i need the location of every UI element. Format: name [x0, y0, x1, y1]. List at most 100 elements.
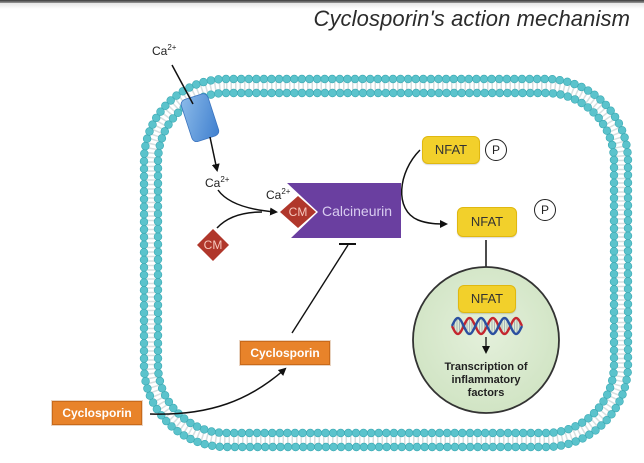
diagram-title: Cyclosporin's action mechanism — [313, 6, 630, 31]
lipid-head — [274, 74, 284, 84]
lipid-head — [607, 140, 617, 150]
lipid-head — [609, 353, 619, 362]
lipid-head — [139, 164, 149, 174]
lipid-head — [609, 254, 619, 264]
lipid-head — [153, 331, 163, 340]
lipid-head — [328, 88, 337, 98]
ca-inside-label: Ca2+ — [205, 175, 230, 190]
transcription-label: Transcription of inflammatory factors — [444, 361, 528, 399]
lipid-head — [267, 74, 276, 84]
lipid-head — [472, 74, 481, 84]
lipid-head — [609, 224, 619, 233]
lipid-head — [139, 301, 149, 310]
lipid-head — [366, 428, 376, 438]
lipid-head — [186, 418, 195, 428]
lipid-head — [320, 74, 329, 84]
lipid-head — [540, 74, 549, 84]
lipid-head — [584, 414, 593, 423]
lipid-head — [139, 210, 149, 219]
lipid-head — [139, 323, 149, 333]
lipid-head — [534, 442, 543, 452]
lipid-head — [623, 155, 633, 165]
lipid-head — [602, 126, 612, 135]
lipid-head — [443, 442, 452, 452]
lipid-head — [161, 101, 170, 111]
lipid-head — [419, 74, 428, 84]
lipid-head — [598, 119, 608, 129]
lipid-head — [229, 74, 238, 84]
lipid-head — [155, 141, 165, 150]
lipid-head — [570, 95, 580, 104]
lipid-head — [193, 437, 202, 447]
lipid-head — [283, 442, 293, 452]
lipid-head — [306, 442, 315, 452]
lipid-head — [153, 354, 163, 363]
lipid-head — [153, 323, 163, 333]
lipid-head — [623, 193, 633, 203]
lipid-head — [571, 422, 580, 431]
lipid-head — [152, 113, 161, 123]
lipid-head — [139, 270, 149, 280]
lipid-head — [314, 442, 323, 452]
lipid-head — [157, 134, 167, 143]
lipid-head — [153, 293, 163, 302]
lipid-head — [358, 74, 367, 84]
cyclosporin-entry-arrow — [149, 367, 287, 415]
lipid-head — [154, 148, 163, 158]
lipid-head — [556, 427, 566, 436]
lipid-head — [525, 88, 535, 98]
lipid-head — [589, 108, 598, 117]
lipid-head — [185, 83, 194, 92]
lipid-head — [268, 442, 277, 452]
lipid-head — [343, 88, 352, 98]
lipid-head — [373, 88, 383, 98]
lipid-head — [139, 194, 149, 204]
lipid-head — [244, 74, 254, 84]
phosphate-attached: P — [485, 139, 507, 161]
lipid-head — [276, 442, 285, 452]
lipid-head — [589, 409, 599, 418]
lipid-head — [252, 428, 262, 438]
lipid-head — [388, 74, 398, 84]
lipid-head — [609, 300, 619, 309]
lipid-head — [200, 425, 209, 434]
lipid-head — [617, 126, 627, 135]
lipid-head — [145, 391, 155, 400]
lipid-head — [609, 193, 619, 203]
lipid-head — [153, 247, 163, 257]
lipid-head — [139, 354, 149, 363]
lipid-head — [618, 390, 627, 399]
lipid-head — [609, 292, 619, 302]
lipid-head — [609, 209, 619, 218]
lipid-head — [426, 74, 436, 84]
lipid-head — [480, 88, 489, 98]
lipid-head — [622, 375, 631, 385]
lipid-head — [152, 404, 162, 414]
lipid-head — [623, 246, 633, 256]
top-shade — [0, 3, 644, 9]
inhibition-line — [291, 244, 349, 334]
lipid-head — [458, 442, 467, 452]
cm-to-calcineurin-path — [216, 211, 263, 229]
lipid-head — [153, 285, 163, 295]
lipid-head — [594, 113, 603, 123]
lipid-head — [570, 79, 579, 89]
lipid-head — [609, 323, 619, 332]
lipid-head — [350, 74, 360, 84]
lipid-head — [609, 171, 619, 180]
dephosphorylation-arrow — [401, 149, 448, 228]
lipid-head — [259, 88, 269, 98]
lipid-head — [382, 428, 391, 438]
cm-bound-label: CM — [288, 205, 308, 219]
lipid-head — [313, 428, 323, 438]
lipid-head — [290, 428, 300, 438]
lipid-head — [563, 92, 572, 101]
lipid-head — [442, 88, 451, 98]
lipid-head — [510, 74, 519, 84]
lipid-head — [571, 437, 580, 446]
lipid-head — [145, 127, 154, 136]
lipid-head — [465, 88, 474, 98]
lipid-head — [549, 428, 558, 437]
lipid-head — [155, 376, 165, 386]
lipid-head — [584, 430, 594, 439]
